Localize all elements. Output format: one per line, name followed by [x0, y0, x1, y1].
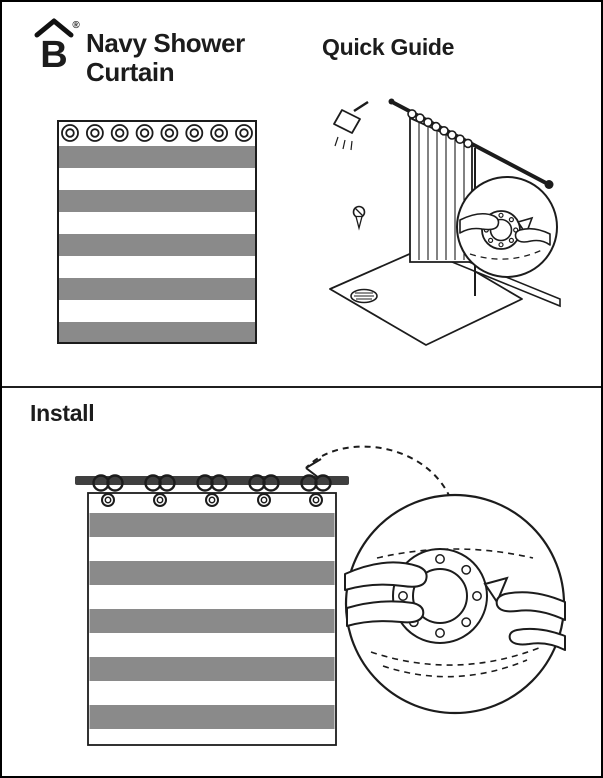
- curtain-hook: [196, 474, 228, 507]
- guide-arrow-icon: [305, 445, 455, 509]
- curtain-stripes: [59, 146, 255, 342]
- right-hand: [495, 591, 566, 651]
- brand-letter: B: [40, 34, 67, 72]
- brand-logo-icon: B ®: [34, 18, 80, 72]
- curtain-outline: [57, 120, 257, 344]
- left-hand: [344, 561, 428, 627]
- curtain-swatch-illustration: [57, 120, 257, 344]
- product-title-line2: Curtain: [86, 57, 175, 88]
- grommet-closeup-illustration: [344, 493, 566, 715]
- roof-icon: [34, 18, 74, 38]
- right-finger: [514, 227, 551, 246]
- shower-head-icon: [333, 100, 369, 151]
- curtain-stripes: [89, 513, 335, 729]
- curtain-hook: [300, 474, 332, 507]
- fabric-dashes: [370, 548, 540, 678]
- install-illustration: [75, 474, 349, 746]
- grommet-inset-detail: [456, 176, 558, 278]
- curtain-hook: [92, 474, 124, 507]
- hook-tab: [483, 576, 509, 605]
- arrowhead-icon: [305, 458, 322, 479]
- product-title-line1: Navy Shower: [86, 28, 245, 58]
- rod-finial: [544, 180, 554, 189]
- install-heading: Install: [30, 400, 95, 426]
- screw-icon: [352, 205, 366, 231]
- curtain-grommets: [61, 124, 253, 142]
- registered-mark: ®: [72, 20, 80, 31]
- section-divider: [2, 386, 601, 388]
- shower-diagram-illustration: [329, 98, 561, 346]
- product-title: Navy Shower Curtain: [86, 28, 245, 88]
- curtain-hook: [144, 474, 176, 507]
- curtain-hook: [248, 474, 280, 507]
- left-finger: [459, 212, 500, 234]
- quick-guide-heading: Quick Guide: [322, 34, 455, 60]
- hook-tab: [516, 216, 534, 236]
